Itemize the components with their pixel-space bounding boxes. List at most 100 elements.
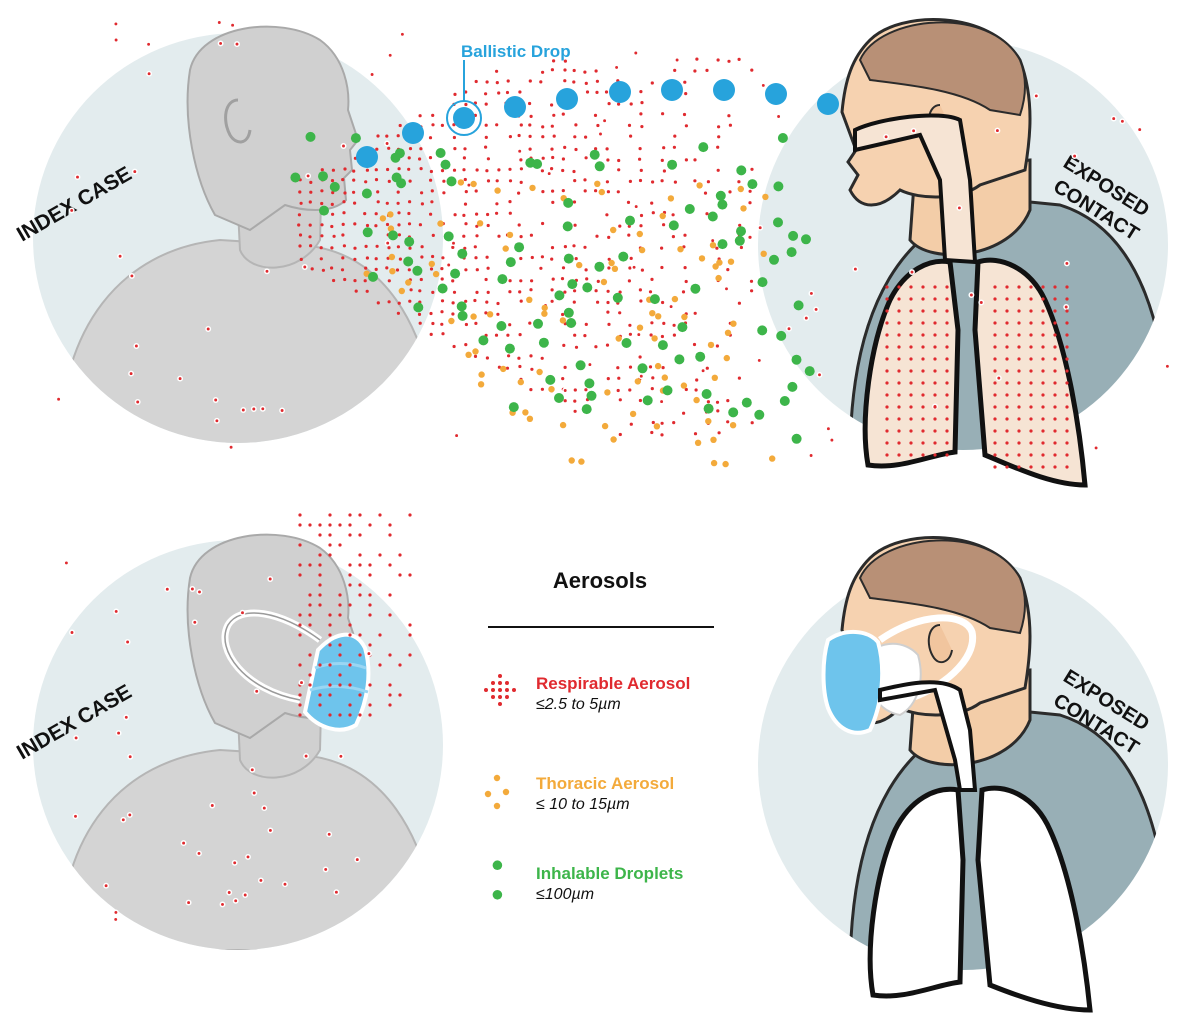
respirable-aerosol-dot bbox=[1065, 453, 1069, 457]
inhalable-droplet-dot bbox=[575, 360, 586, 371]
respirable-aerosol-dot bbox=[933, 369, 937, 373]
respirable-aerosol-dot bbox=[885, 369, 889, 373]
respirable-aerosol-dot bbox=[921, 285, 925, 289]
respirable-aerosol-dot bbox=[593, 113, 598, 117]
respirable-aerosol-dot bbox=[584, 135, 588, 139]
respirable-aerosol-dot bbox=[629, 256, 633, 260]
respirable-aerosol-dot bbox=[352, 169, 356, 173]
respirable-aerosol-dot bbox=[430, 189, 434, 193]
thoracic-aerosol-dot bbox=[601, 422, 609, 430]
respirable-aerosol-dot bbox=[933, 297, 937, 301]
respirable-aerosol-dot bbox=[921, 297, 925, 301]
respirable-aerosol-dot bbox=[541, 70, 545, 74]
respirable-aerosol-dot bbox=[68, 207, 75, 214]
respirable-aerosol-dot bbox=[308, 623, 312, 627]
respirable-aerosol-dot bbox=[885, 453, 889, 457]
inhalable-droplet-dot bbox=[695, 351, 706, 362]
respirable-aerosol-dot bbox=[909, 309, 913, 313]
respirable-aerosol-dot bbox=[318, 523, 322, 527]
respirable-aerosol-dot bbox=[495, 202, 499, 206]
inhalable-droplet-dot bbox=[621, 338, 632, 348]
respirable-aerosol-dot bbox=[1005, 285, 1009, 289]
respirable-aerosol-dot bbox=[540, 356, 544, 360]
respirable-aerosol-dot bbox=[933, 453, 937, 457]
respirable-aerosol-dot bbox=[993, 417, 997, 421]
respirable-aerosol-dot bbox=[387, 146, 391, 150]
respirable-aerosol-dot bbox=[550, 299, 554, 303]
respirable-aerosol-dot bbox=[1093, 444, 1100, 451]
respirable-aerosol-dot bbox=[639, 168, 643, 172]
respirable-aerosol-dot bbox=[431, 254, 435, 259]
ballistic-drop-path: Ballistic Drop bbox=[356, 42, 839, 168]
respirable-aerosol-dot bbox=[475, 290, 479, 294]
respirable-aerosol-dot bbox=[353, 257, 357, 261]
respirable-aerosol-dot bbox=[518, 333, 522, 337]
respirable-aerosol-dot bbox=[358, 533, 362, 537]
inhalable-droplet-dot bbox=[769, 254, 779, 265]
respirable-aerosol-dot bbox=[386, 167, 390, 172]
respirable-aerosol-dot bbox=[529, 288, 533, 292]
respirable-aerosol-dot bbox=[330, 202, 334, 206]
respirable-aerosol-dot bbox=[933, 405, 937, 409]
respirable-aerosol-dot bbox=[508, 135, 512, 139]
respirable-aerosol-dot bbox=[945, 453, 949, 457]
respirable-aerosol-dot bbox=[120, 816, 127, 823]
respirable-aerosol-dot bbox=[308, 653, 312, 657]
respirable-aerosol-dot bbox=[133, 343, 140, 349]
respirable-aerosol-dot bbox=[72, 813, 79, 820]
respirable-aerosol-dot bbox=[737, 301, 742, 305]
respirable-aerosol-dot bbox=[750, 167, 754, 171]
thoracic-aerosol-dot bbox=[517, 378, 524, 386]
inhalable-droplet-dot bbox=[791, 433, 802, 444]
respirable-aerosol-dot bbox=[728, 190, 732, 194]
thoracic-aerosol-dot bbox=[476, 220, 484, 227]
respirable-aerosol-dot bbox=[629, 422, 633, 426]
inhalable-droplet-dot bbox=[538, 337, 549, 348]
respirable-aerosol-dot bbox=[828, 437, 835, 444]
respirable-aerosol-dot bbox=[328, 633, 332, 637]
inhalable-droplet-dot bbox=[514, 242, 525, 253]
respirable-aerosol-dot bbox=[368, 593, 372, 597]
respirable-aerosol-dot bbox=[816, 371, 823, 378]
respirable-aerosol-dot bbox=[1017, 405, 1021, 409]
thoracic-aerosol-dot bbox=[724, 329, 732, 336]
respirable-aerosol-dot bbox=[376, 301, 380, 305]
inhalable-droplet-dot bbox=[584, 378, 595, 389]
respirable-aerosol-dot bbox=[1065, 369, 1069, 373]
respirable-aerosol-dot bbox=[737, 180, 741, 184]
respirable-aerosol-dot bbox=[348, 523, 352, 527]
respirable-aerosol-dot bbox=[596, 279, 600, 283]
thoracic-aerosol-dot bbox=[659, 212, 666, 220]
respirable-aerosol-dot bbox=[560, 277, 565, 281]
respirable-aerosol-dot bbox=[693, 179, 697, 183]
respirable-aerosol-dot bbox=[364, 180, 368, 184]
inhalable-droplet-dot bbox=[456, 301, 467, 312]
respirable-aerosol-dot bbox=[364, 244, 368, 248]
respirable-aerosol-dot bbox=[583, 70, 587, 74]
respirable-aerosol-dot bbox=[518, 90, 522, 94]
ballistic-drop bbox=[609, 81, 631, 103]
respirable-aerosol-dot bbox=[639, 224, 643, 228]
thoracic-aerosol-dot bbox=[494, 187, 501, 194]
respirable-aerosol-dot bbox=[728, 123, 733, 127]
respirable-aerosol-dot bbox=[683, 233, 687, 237]
respirable-aerosol-dot bbox=[933, 381, 937, 385]
respirable-aerosol-dot bbox=[145, 41, 152, 48]
respirable-aerosol-dot bbox=[431, 321, 435, 326]
respirable-aerosol-dot bbox=[378, 663, 382, 667]
inhalable-droplet-dot bbox=[396, 178, 407, 189]
inhalable-droplet-dot bbox=[290, 172, 301, 183]
respirable-aerosol-dot bbox=[462, 156, 466, 160]
airway bbox=[878, 680, 978, 792]
respirable-aerosol-dot bbox=[529, 114, 533, 118]
thoracic-aerosol-dot bbox=[486, 311, 494, 318]
respirable-aerosol-dot bbox=[180, 840, 187, 847]
respirable-aerosol-dot bbox=[298, 190, 302, 194]
respirable-aerosol-dot bbox=[1063, 260, 1070, 267]
respirable-aerosol-dot bbox=[595, 234, 599, 238]
thoracic-aerosol-dot bbox=[693, 396, 700, 404]
respirable-aerosol-dot bbox=[1041, 285, 1045, 289]
respirable-aerosol-dot bbox=[495, 81, 499, 85]
respirable-aerosol-dot bbox=[320, 223, 324, 227]
respirable-aerosol-dot bbox=[909, 297, 913, 301]
